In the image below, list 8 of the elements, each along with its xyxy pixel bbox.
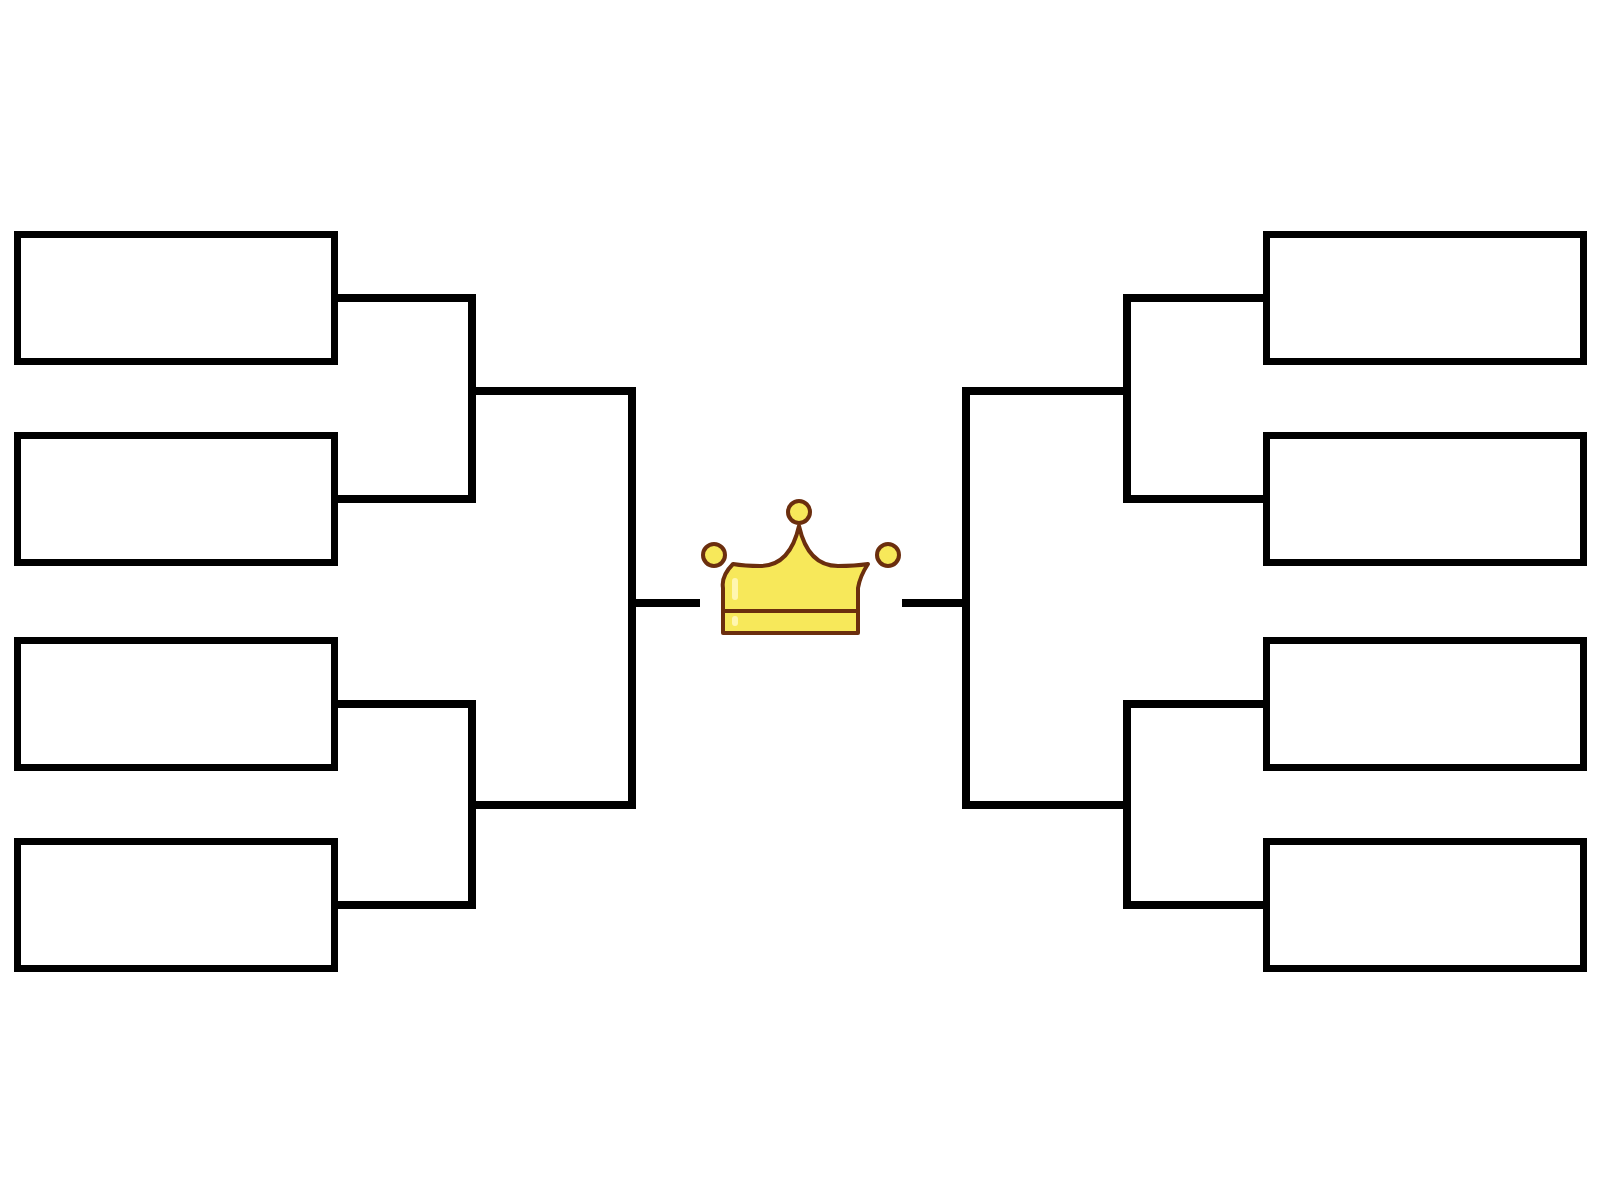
entry-box xyxy=(14,432,338,566)
entry-box xyxy=(1263,637,1587,771)
entry-box xyxy=(1263,432,1587,566)
entry-box xyxy=(14,637,338,771)
entry-box xyxy=(14,838,338,972)
entry-box xyxy=(1263,231,1587,365)
entry-box xyxy=(14,231,338,365)
entry-box xyxy=(1263,838,1587,972)
